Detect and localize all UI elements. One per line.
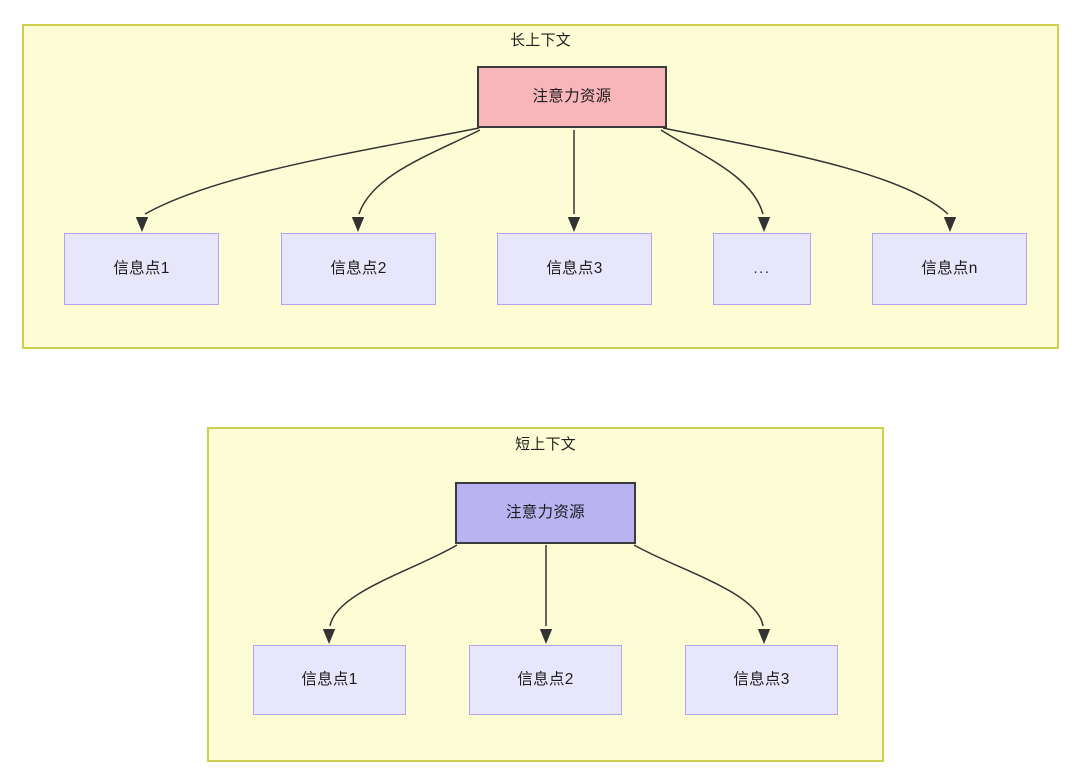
root-node-short-context[interactable]: 注意力资源 [455,482,636,544]
leaf-node-long-context-5[interactable]: 信息点n [872,233,1027,305]
leaf-node-short-context-2[interactable]: 信息点2 [469,645,622,715]
root-node-long-context[interactable]: 注意力资源 [477,66,667,128]
leaf-node-long-context-1[interactable]: 信息点1 [64,233,219,305]
leaf-node-ellipsis-long-context[interactable]: ... [713,233,811,305]
group-title-short-context: 短上下文 [515,436,576,453]
leaf-node-long-context-3[interactable]: 信息点3 [497,233,652,305]
leaf-node-long-context-2[interactable]: 信息点2 [281,233,436,305]
group-title-long-context: 长上下文 [510,32,571,49]
leaf-node-short-context-1[interactable]: 信息点1 [253,645,406,715]
leaf-node-short-context-3[interactable]: 信息点3 [685,645,838,715]
